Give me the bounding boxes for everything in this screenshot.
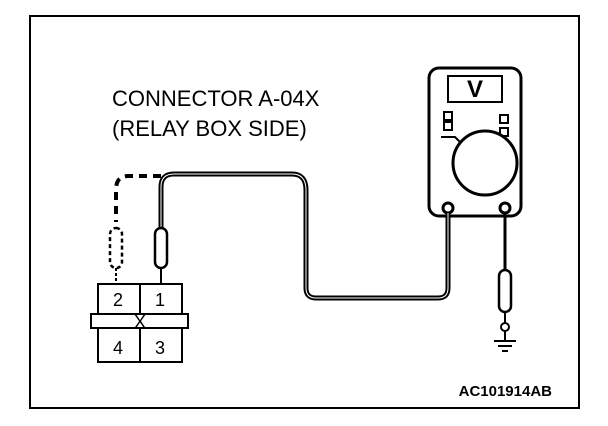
voltmeter-dial-icon [451, 129, 519, 197]
ground-probe [497, 268, 513, 340]
range-switch-icon [443, 111, 453, 121]
connector-cross-mark: X [134, 312, 146, 332]
range-switch-icon [443, 121, 453, 131]
voltmeter: V [427, 66, 523, 218]
ground-symbol-icon [494, 340, 516, 352]
voltmeter-unit-label: V [467, 76, 483, 103]
alternate-lead-dashed [114, 174, 161, 222]
test-lead-wire-inner [160, 173, 449, 299]
connector-a04x: 2 1 4 3 X [90, 283, 189, 363]
probe-jack-positive [498, 201, 512, 215]
voltmeter-display [447, 75, 503, 103]
figure-code: AC101914AB [459, 383, 553, 400]
pin-number-4: 4 [113, 338, 123, 358]
pin-number-2: 2 [113, 290, 123, 310]
range-switch-icon [499, 114, 509, 124]
probe-jack-negative [441, 201, 455, 215]
connector-pin-cell-3 [139, 327, 183, 363]
pin-number-3: 3 [155, 338, 165, 358]
probe-pin1 [153, 226, 169, 284]
connector-label-line1: CONNECTOR A-04X [112, 86, 320, 111]
probe-pin2-dashed [108, 226, 124, 284]
connector-pin-cell-2 [97, 283, 141, 315]
connector-label-line2: (RELAY BOX SIDE) [112, 116, 307, 141]
pin-number-1: 1 [155, 290, 165, 310]
